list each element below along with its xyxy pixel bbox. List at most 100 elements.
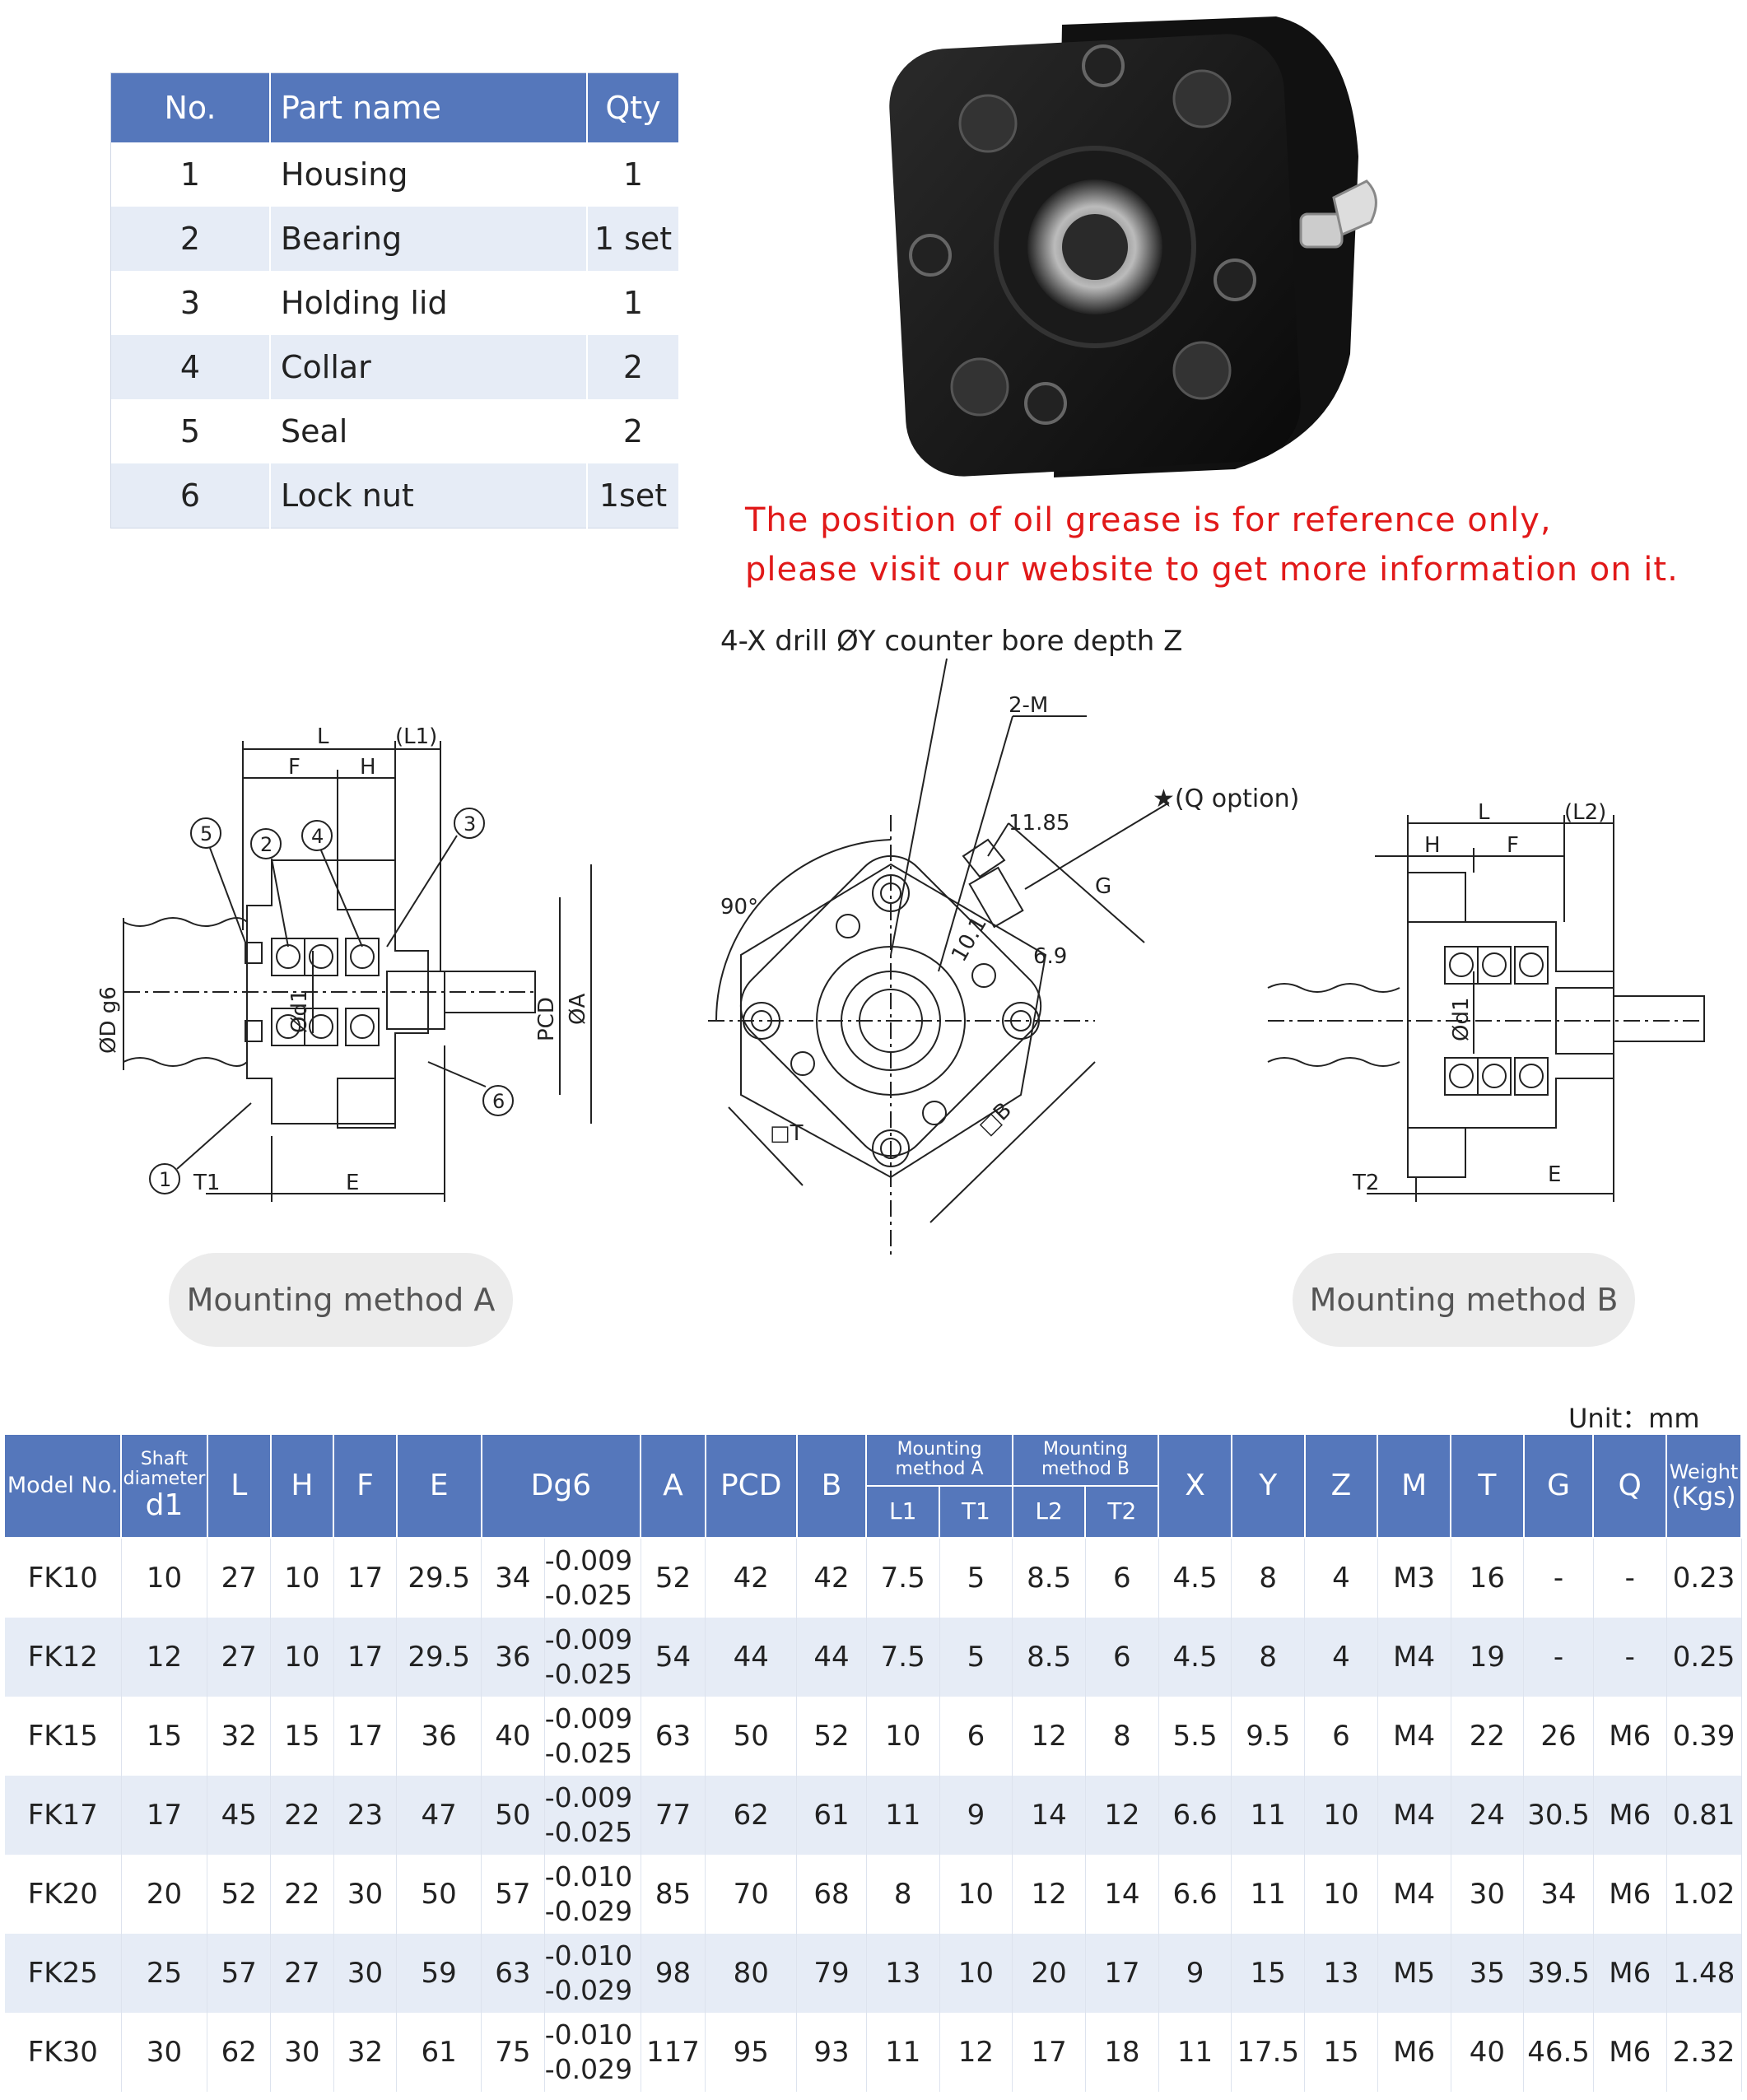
cell-t2: 12 (1085, 1776, 1159, 1855)
cell-f: 30 (333, 1855, 398, 1934)
header-PCD: PCD (705, 1435, 798, 1539)
cell-tolerance: -0.010-0.029 (544, 1934, 641, 2013)
dim-b-L: L (1478, 800, 1490, 825)
cell-z: 10 (1304, 1776, 1378, 1855)
tolerance-upper: -0.009 (544, 1623, 633, 1655)
cell-y: 17.5 (1231, 2013, 1306, 2092)
cell-l1: 13 (866, 1934, 940, 2013)
cell-e: 29.5 (396, 1538, 482, 1618)
header-H: H (270, 1435, 335, 1539)
cell-d1: 20 (121, 1855, 208, 1934)
cell-l1: 10 (866, 1697, 940, 1776)
cell-model: FK12 (5, 1618, 122, 1697)
part-name: Seal (270, 399, 588, 463)
cell-l2: 8.5 (1012, 1538, 1086, 1618)
cell-x: 4.5 (1158, 1538, 1232, 1618)
drawing-method-b (1267, 815, 1705, 1202)
m-label: 2-M (1009, 693, 1048, 718)
cell-h: 22 (270, 1776, 334, 1855)
cell-x: 4.5 (1158, 1618, 1232, 1697)
callout-3: 3 (464, 813, 476, 836)
cell-pcd: 44 (705, 1618, 798, 1697)
cell-t2: 17 (1085, 1934, 1159, 2013)
cell-d: 63 (481, 1934, 545, 2013)
dim-b-F: F (1507, 833, 1519, 858)
cell-t2: 8 (1085, 1697, 1159, 1776)
header-part-name: Part name (270, 72, 588, 142)
cell-tolerance: -0.009-0.025 (544, 1697, 641, 1776)
header-shaft-small: Shaft diameter (123, 1449, 206, 1490)
product-photo (889, 16, 1377, 477)
cell-l1: 7.5 (866, 1538, 940, 1618)
cell-l: 62 (207, 2013, 272, 2092)
tolerance: -0.009-0.025 (545, 1702, 632, 1771)
cell-q: M6 (1593, 1776, 1667, 1855)
cell-q: M6 (1593, 1697, 1667, 1776)
cell-d1: 15 (121, 1697, 208, 1776)
cell-d: 50 (481, 1776, 545, 1855)
cell-d: 75 (481, 2013, 545, 2092)
dim-phiD: ØD g6 (96, 986, 121, 1054)
cell-model: FK17 (5, 1776, 122, 1855)
method-a-label: Mounting method A (169, 1253, 513, 1347)
cell-b: 68 (796, 1855, 867, 1934)
cell-q: M6 (1593, 1934, 1667, 2013)
cell-h: 15 (270, 1697, 334, 1776)
dim-g: G (1095, 874, 1111, 899)
cell-d1: 12 (121, 1618, 208, 1697)
part-name: Housing (270, 142, 588, 207)
part-qty: 2 (587, 335, 680, 399)
cell-x: 6.6 (1158, 1855, 1232, 1934)
part-no: 2 (110, 207, 271, 271)
cell-x: 11 (1158, 2013, 1232, 2092)
cell-a: 98 (641, 1934, 706, 2013)
cell-m: M4 (1377, 1618, 1451, 1697)
labels-method-a: L (L1) F H T1 E 1 2 3 4 5 6 ØD g6 Ød1 PC… (96, 724, 590, 1195)
header-qty: Qty (587, 72, 680, 142)
drawing-front-view (708, 658, 1170, 1260)
callout-6: 6 (492, 1090, 505, 1113)
header-mount-a: Mounting method A (866, 1435, 1013, 1487)
cell-t2: 18 (1085, 2013, 1159, 2092)
cell-m: M3 (1377, 1538, 1451, 1618)
dim-b-T2: T2 (1352, 1171, 1379, 1195)
dim-b-E: E (1548, 1162, 1561, 1187)
cell-tolerance: -0.009-0.025 (544, 1776, 641, 1855)
dim-b-H: H (1424, 833, 1441, 858)
cell-l: 32 (207, 1697, 272, 1776)
cell-f: 17 (333, 1538, 398, 1618)
cell-model: FK20 (5, 1855, 122, 1934)
cell-w: 1.48 (1666, 1934, 1742, 2013)
spec-header-row-1: Model No. Shaft diameter d1 L H F E Dg6 … (5, 1435, 1742, 1539)
cell-t: 19 (1451, 1618, 1525, 1697)
spec-header-row-2: L1 T1 L2 T2 (5, 1485, 1741, 1539)
cell-g: 26 (1523, 1697, 1594, 1776)
cell-l1: 11 (866, 1776, 940, 1855)
header-Q: Q (1593, 1435, 1668, 1539)
cell-l: 52 (207, 1855, 272, 1934)
cell-pcd: 50 (705, 1697, 798, 1776)
spec-table: Model No. Shaft diameter d1 L H F E Dg6 … (5, 1435, 1742, 2092)
cell-t1: 12 (939, 2013, 1013, 2092)
cell-pcd: 70 (705, 1855, 798, 1934)
cell-h: 30 (270, 2013, 334, 2092)
cell-l: 45 (207, 1776, 272, 1855)
cell-z: 13 (1304, 1934, 1378, 2013)
tolerance: -0.009-0.025 (545, 1623, 632, 1692)
grease-nipple-icon (1299, 179, 1377, 249)
cell-pcd: 42 (705, 1538, 798, 1618)
part-no: 4 (110, 335, 271, 399)
cell-t: 24 (1451, 1776, 1525, 1855)
cell-f: 17 (333, 1618, 398, 1697)
cell-g: - (1523, 1538, 1594, 1618)
cell-z: 10 (1304, 1855, 1378, 1934)
part-no: 3 (110, 271, 271, 335)
cell-model: FK25 (5, 1934, 122, 2013)
cell-f: 23 (333, 1776, 398, 1855)
dim-L: L (317, 724, 329, 749)
part-no: 5 (110, 399, 271, 463)
